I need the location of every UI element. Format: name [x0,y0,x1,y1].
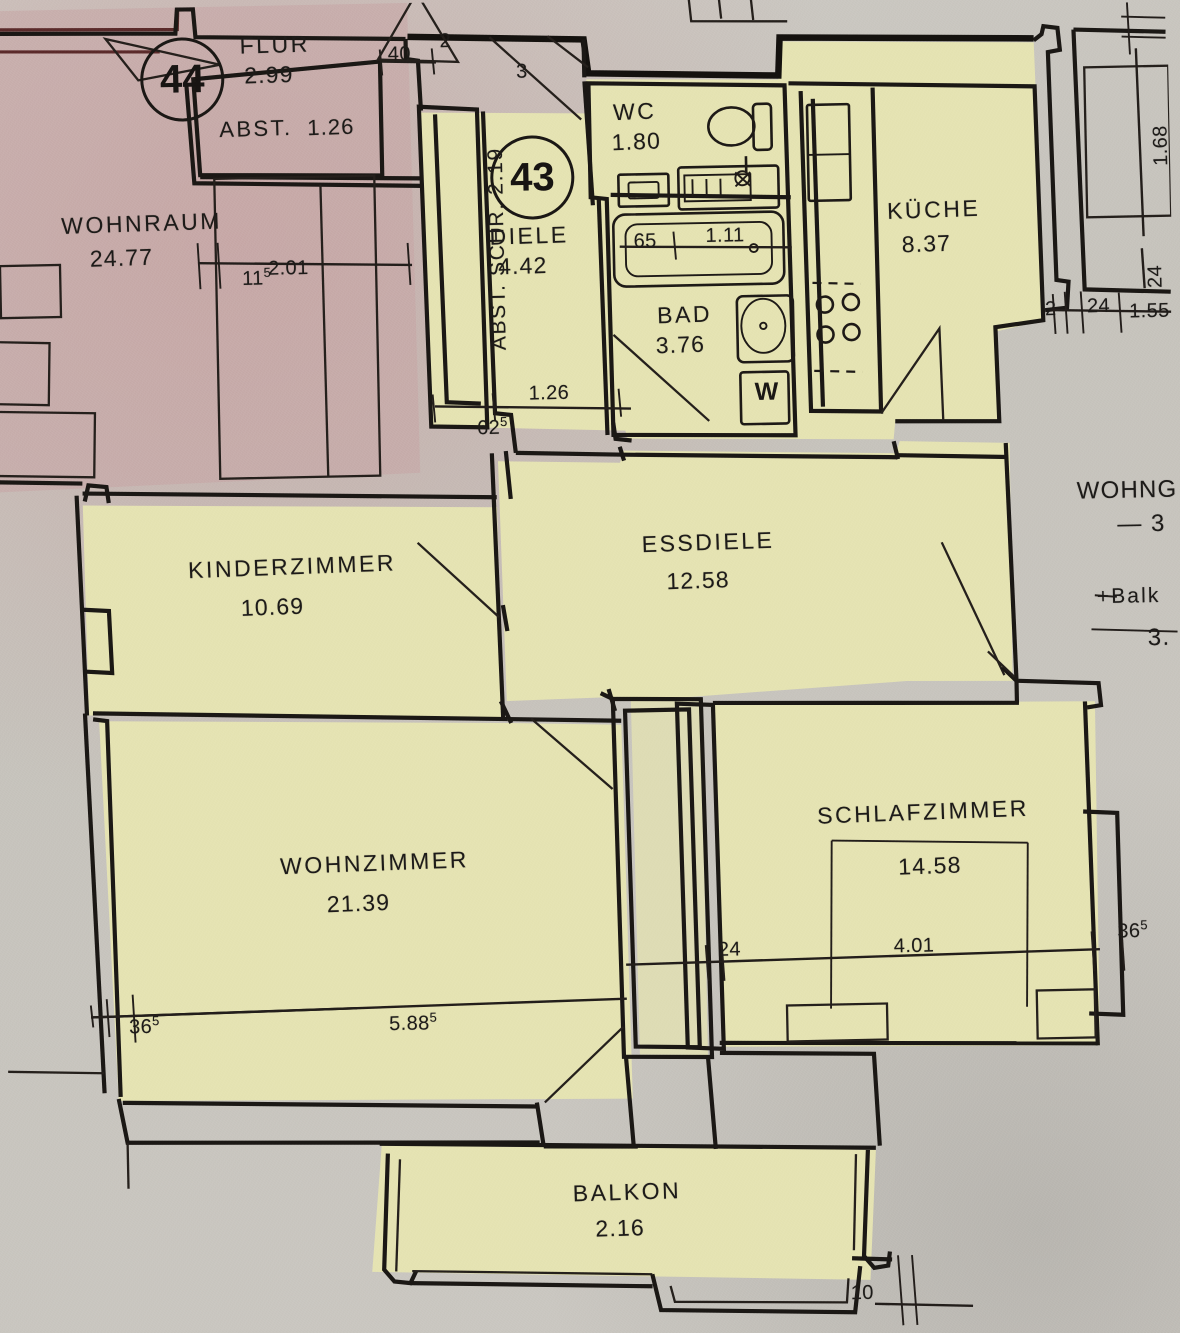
washing-machine-label: W [754,377,779,407]
unit-marker-44-label: 44 [159,56,205,102]
unit-marker-43-label: 43 [509,154,555,200]
